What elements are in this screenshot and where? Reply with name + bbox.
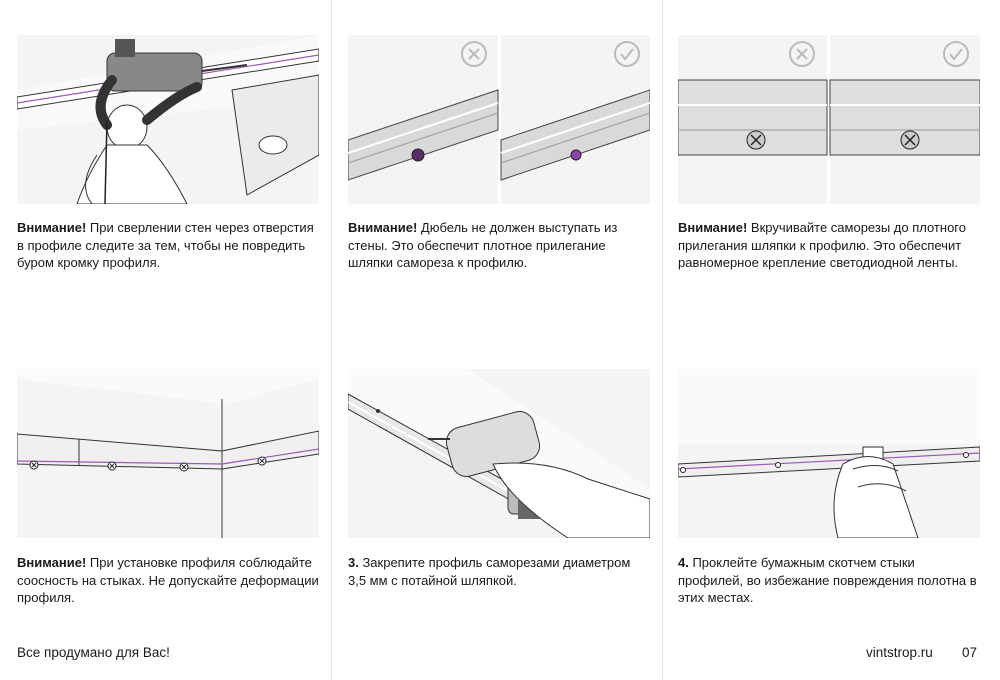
illustration-drilling [17, 35, 319, 204]
caption-3: Внимание! Вкручивайте саморезы до плотно… [678, 220, 966, 270]
footer-slogan: Все продумано для Вас! [17, 645, 170, 660]
caption-6: 4. Проклейте бумажным скотчем стыки проф… [678, 555, 977, 605]
caption-4: Внимание! При установке профиля соблюдай… [17, 555, 319, 605]
check-circle-icon [943, 41, 969, 67]
caption-5: 3. Закрепите профиль саморезами диаметро… [348, 555, 631, 588]
footer-site-link[interactable]: vintstrop.ru [866, 645, 933, 660]
illustration-screwdriver [348, 369, 650, 538]
cross-circle-icon [461, 41, 487, 67]
caption-2: Внимание! Дюбель не должен выступать из … [348, 220, 618, 270]
column-divider-1 [331, 0, 332, 680]
illustration-tape [678, 369, 980, 538]
caption-1: Внимание! При сверлении стен через отвер… [17, 220, 314, 270]
illustration-dowel [348, 35, 650, 204]
column-divider-2 [662, 0, 663, 680]
check-circle-icon [614, 41, 640, 67]
page-number: 07 [962, 645, 978, 660]
illustration-screws [678, 35, 980, 204]
illustration-corner [17, 369, 319, 538]
cross-circle-icon [789, 41, 815, 67]
